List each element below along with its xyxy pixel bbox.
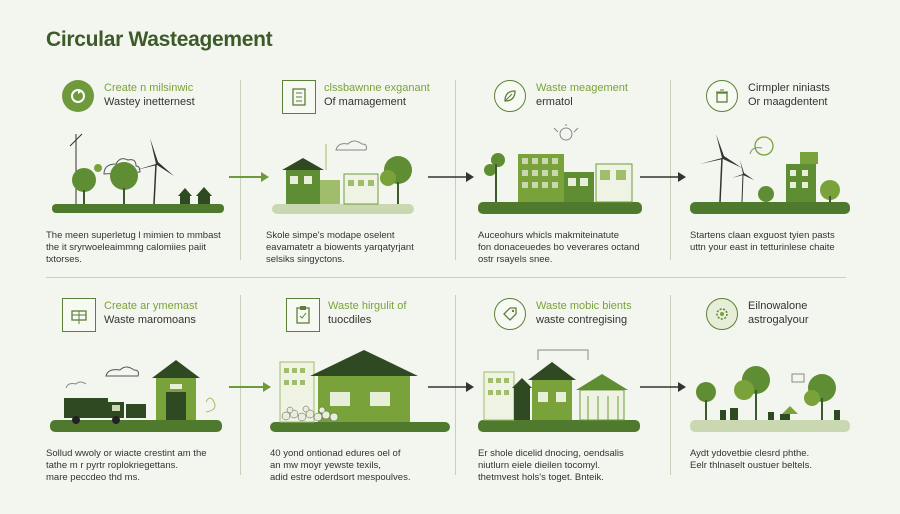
column-divider — [240, 80, 241, 260]
column-divider — [455, 295, 456, 475]
truck-illustration — [50, 360, 222, 432]
city-illustration — [478, 124, 642, 214]
row-divider — [46, 277, 846, 278]
step-description: 40 yond ontionad edures oel of an mw moy… — [270, 448, 411, 483]
village-illustration — [478, 349, 640, 432]
wind-energy-illustration — [690, 134, 850, 214]
step-heading: Create ar ymemast — [104, 300, 198, 312]
flow-arrow-icon — [428, 172, 474, 182]
step-card-4: Cirmpler niniasts Or maagdentent Starten… — [690, 80, 870, 282]
bin-icon — [706, 80, 738, 112]
step-card-7: Waste mobic bients waste contregising Er… — [478, 298, 658, 500]
step-subheading: waste contregising — [536, 314, 628, 326]
green-community-illustration — [690, 366, 850, 432]
step-card-3: Waste meagement ermatol Auceohurs whicls… — [478, 80, 658, 282]
step-card-2: clssbawnne exganant Of mamagement Skole … — [266, 80, 446, 282]
step-description: Skole simpe's modape oselent eavamatetr … — [266, 230, 414, 265]
facility-illustration — [270, 350, 450, 432]
step-subheading: ermatol — [536, 96, 573, 108]
step-description: Auceohurs whicls makmiteinatute fon dona… — [478, 230, 640, 265]
column-divider — [240, 295, 241, 475]
step-description: Er shole dicelid dnocing, oendsalis niut… — [478, 448, 624, 483]
step-card-8: Eilnowalone astrogalyour Aydt ydovetbie … — [690, 298, 870, 500]
flow-arrow-icon — [640, 172, 686, 182]
step-description: Sollud wwoly or wiacte crestint am the t… — [46, 448, 207, 483]
step-description: Startens claan exguost tyien pasts uttn … — [690, 230, 835, 253]
step-card-5: Create ar ymemast Waste maromoans Sollud… — [46, 298, 226, 500]
step-description: The meen superletug l mimien to mmbast t… — [46, 230, 221, 265]
flow-arrow-icon — [229, 382, 271, 392]
step-heading: Waste mobic bients — [536, 300, 632, 312]
step-subheading: Waste maromoans — [104, 314, 196, 326]
step-heading: clssbawnne exganant — [324, 82, 430, 94]
clipboard-icon — [286, 298, 320, 332]
solar-icon — [62, 298, 96, 332]
tag-icon — [494, 298, 526, 330]
wind-park-illustration — [52, 133, 224, 213]
column-divider — [670, 295, 671, 475]
step-heading: Eilnowalone — [748, 300, 808, 312]
flow-arrow-icon — [428, 382, 474, 392]
flow-arrow-icon — [229, 172, 269, 182]
column-divider — [455, 80, 456, 260]
step-subheading: Wastey inetternest — [104, 96, 195, 108]
step-heading: Waste meagement — [536, 82, 628, 94]
step-card-1: Create n milsinwic Wastey inetternest Th… — [46, 80, 226, 282]
document-icon — [282, 80, 316, 114]
step-subheading: tuocdiles — [328, 314, 372, 326]
step-subheading: astrogalyour — [748, 314, 809, 326]
step-heading: Cirmpler niniasts — [748, 82, 830, 94]
step-subheading: Of mamagement — [324, 96, 406, 108]
step-card-6: Waste hirgulit of tuocdiles 40 yond onti… — [270, 298, 450, 500]
gear-leaf-icon — [706, 298, 738, 330]
step-subheading: Or maagdentent — [748, 96, 828, 108]
step-heading: Create n milsinwic — [104, 82, 194, 94]
flow-arrow-icon — [640, 382, 686, 392]
step-heading: Waste hirgulit of — [328, 300, 407, 312]
leaf-icon — [494, 80, 526, 112]
recycle-icon — [62, 80, 94, 112]
building-illustration — [272, 140, 414, 214]
step-description: Aydt ydovetbie clesrd phthe. Eelr thlnas… — [690, 448, 812, 471]
page-title: Circular Wasteagement — [46, 28, 273, 51]
column-divider — [670, 80, 671, 260]
